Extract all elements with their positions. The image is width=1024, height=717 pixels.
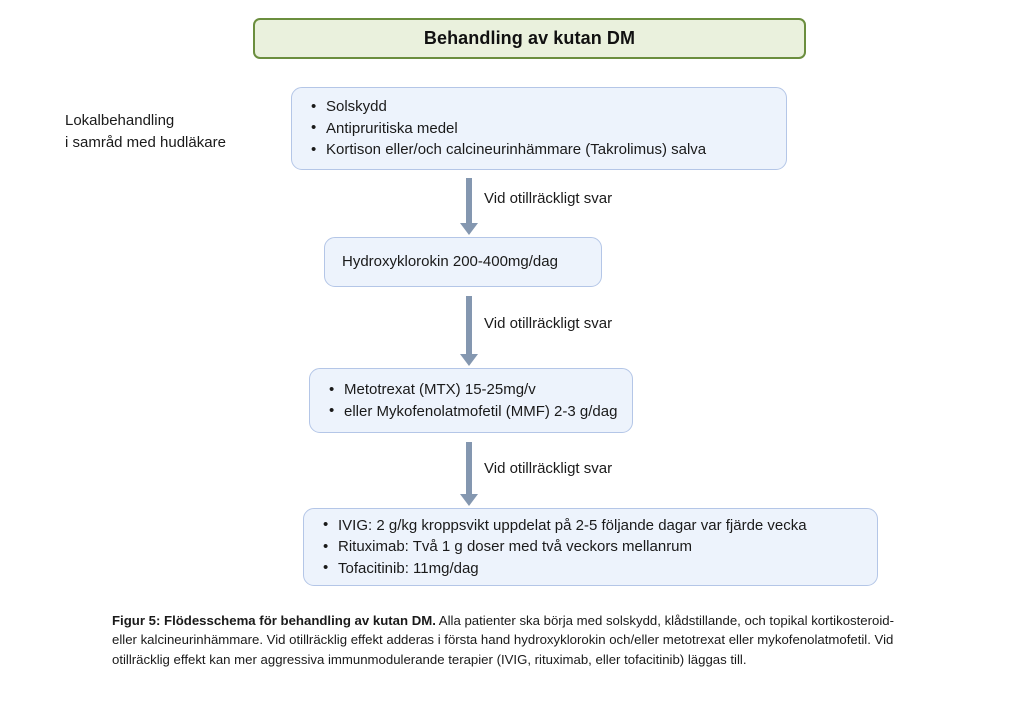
step-box-hydroxychloroquine: Hydroxyklorokin 200-400mg/dag xyxy=(324,237,602,287)
step-list-local-treatment: Solskydd Antipruritiska medel Kortison e… xyxy=(292,96,786,161)
arrow-label-1: Vid otillräckligt svar xyxy=(484,190,613,207)
step-box-antimetabolites: Metotrexat (MTX) 15-25mg/v eller Mykofen… xyxy=(309,368,633,433)
step-box-local-treatment: Solskydd Antipruritiska medel Kortison e… xyxy=(291,87,787,170)
figure-caption-lead: Figur 5: Flödesschema för behandling av … xyxy=(112,613,436,628)
step-list-antimetabolites: Metotrexat (MTX) 15-25mg/v eller Mykofen… xyxy=(310,379,632,422)
arrow-shaft xyxy=(466,442,472,494)
arrow-label-2: Vid otillräckligt svar xyxy=(484,315,613,332)
flowchart-title-box: Behandling av kutan DM xyxy=(253,18,806,59)
arrow-shaft xyxy=(466,178,472,223)
list-item: Metotrexat (MTX) 15-25mg/v xyxy=(329,379,632,401)
arrow-shaft xyxy=(466,296,472,354)
arrow-head xyxy=(460,494,478,506)
arrow-down-icon xyxy=(458,178,480,235)
list-item: Rituximab: Två 1 g doser med två veckors… xyxy=(323,536,877,558)
list-item: IVIG: 2 g/kg kroppsvikt uppdelat på 2-5 … xyxy=(323,514,877,537)
list-item: Solskydd xyxy=(311,96,786,118)
side-annotation-line-2: i samråd med hudläkare xyxy=(65,134,226,151)
side-annotation-local-treatment: Lokalbehandling i samråd med hudläkare xyxy=(65,110,226,154)
list-item: Tofacitinib: 11mg/dag xyxy=(323,557,877,580)
list-item: Antipruritiska medel xyxy=(311,117,786,140)
list-item: Kortison eller/och calcineurinhämmare (T… xyxy=(311,139,786,161)
figure-caption: Figur 5: Flödesschema för behandling av … xyxy=(112,611,914,669)
arrow-down-icon xyxy=(458,296,480,366)
step-list-advanced-therapies: IVIG: 2 g/kg kroppsvikt uppdelat på 2-5 … xyxy=(304,514,877,580)
arrow-label-3: Vid otillräckligt svar xyxy=(484,460,613,477)
arrow-head xyxy=(460,354,478,366)
figure-caption-body: Alla patienter ska börja med solskydd, k… xyxy=(112,613,895,667)
step-box-advanced-therapies: IVIG: 2 g/kg kroppsvikt uppdelat på 2-5 … xyxy=(303,508,878,586)
step-text-hydroxychloroquine: Hydroxyklorokin 200-400mg/dag xyxy=(342,253,558,271)
arrow-head xyxy=(460,223,478,235)
flowchart-title-text: Behandling av kutan DM xyxy=(423,28,636,48)
side-annotation-line-1: Lokalbehandling xyxy=(65,112,175,129)
arrow-down-icon xyxy=(458,442,480,506)
list-item: eller Mykofenolatmofetil (MMF) 2-3 g/dag xyxy=(329,400,632,423)
